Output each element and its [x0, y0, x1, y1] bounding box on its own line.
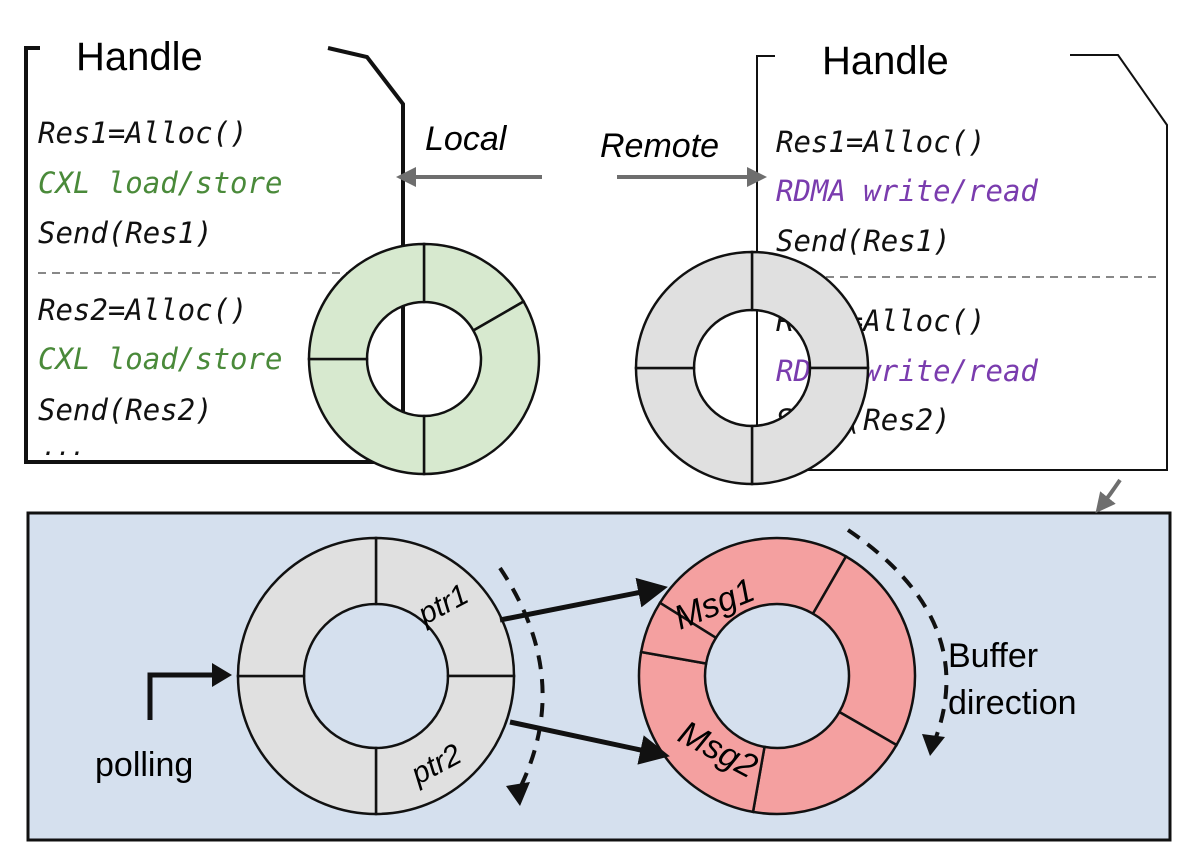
left-line-6: Send(Res2) — [38, 393, 213, 427]
remote-ring-segment — [634, 366, 754, 486]
right-handle-title: Handle — [822, 39, 949, 83]
message-ring-buffer — [637, 536, 917, 816]
local-ring-segment — [307, 357, 426, 476]
message-ring-segment — [811, 554, 917, 747]
remote-ring-buffer — [634, 250, 870, 486]
message-ring-segment — [637, 650, 766, 814]
pointer-ring-segment — [374, 536, 516, 678]
pointer-direction-arrowhead — [506, 782, 530, 806]
buffer-direction-label-line1: Buffer — [948, 637, 1038, 675]
left-line-1: Res1=Alloc() — [38, 116, 248, 150]
polling-arrow — [147, 672, 212, 720]
buffer-direction-dashed-arrow — [846, 528, 949, 741]
buffer-direction-label-line2: direction — [948, 684, 1077, 722]
handle-to-panel-arrow — [1095, 478, 1122, 514]
right-handle-top-tick — [756, 55, 775, 70]
left-line-2: CXL load/store — [38, 166, 282, 200]
left-line-5: CXL load/store — [38, 342, 282, 376]
message-ring-segment — [658, 536, 848, 640]
left-line-3: Send(Res1) — [38, 216, 213, 250]
ptr2-to-msg2-arrow — [509, 719, 670, 765]
right-line-1: Res1=Alloc() — [776, 125, 986, 159]
local-ring-buffer — [307, 242, 541, 476]
left-line-4: Res2=Alloc() — [38, 293, 248, 327]
left-handle-title: Handle — [76, 35, 203, 79]
remote-ring-segment — [750, 250, 870, 370]
right-line-2: RDMA write/read — [776, 174, 1038, 208]
remote-ring-segment — [750, 366, 870, 486]
left-line-7: ... — [42, 433, 85, 461]
pointer-ring-segment — [236, 674, 378, 816]
polling-label: polling — [95, 746, 193, 784]
buffer-direction-arrowhead — [922, 734, 945, 756]
pointer-ring-segment — [374, 674, 516, 816]
local-label: Local — [425, 120, 508, 158]
pointer-ring-buffer — [236, 536, 516, 816]
local-ring-segment — [307, 242, 426, 361]
pointer-direction-dashed-arrow — [498, 566, 545, 793]
remote-ring-segment — [634, 250, 754, 370]
pointer-ring-segment — [236, 536, 378, 678]
polling-arrow-head — [212, 663, 232, 687]
right-line-3: Send(Res1) — [776, 224, 951, 258]
remote-label: Remote — [600, 127, 719, 165]
local-ring-segment — [422, 299, 541, 476]
message-ring-segment — [751, 710, 899, 816]
left-handle-top-tick — [24, 46, 40, 62]
